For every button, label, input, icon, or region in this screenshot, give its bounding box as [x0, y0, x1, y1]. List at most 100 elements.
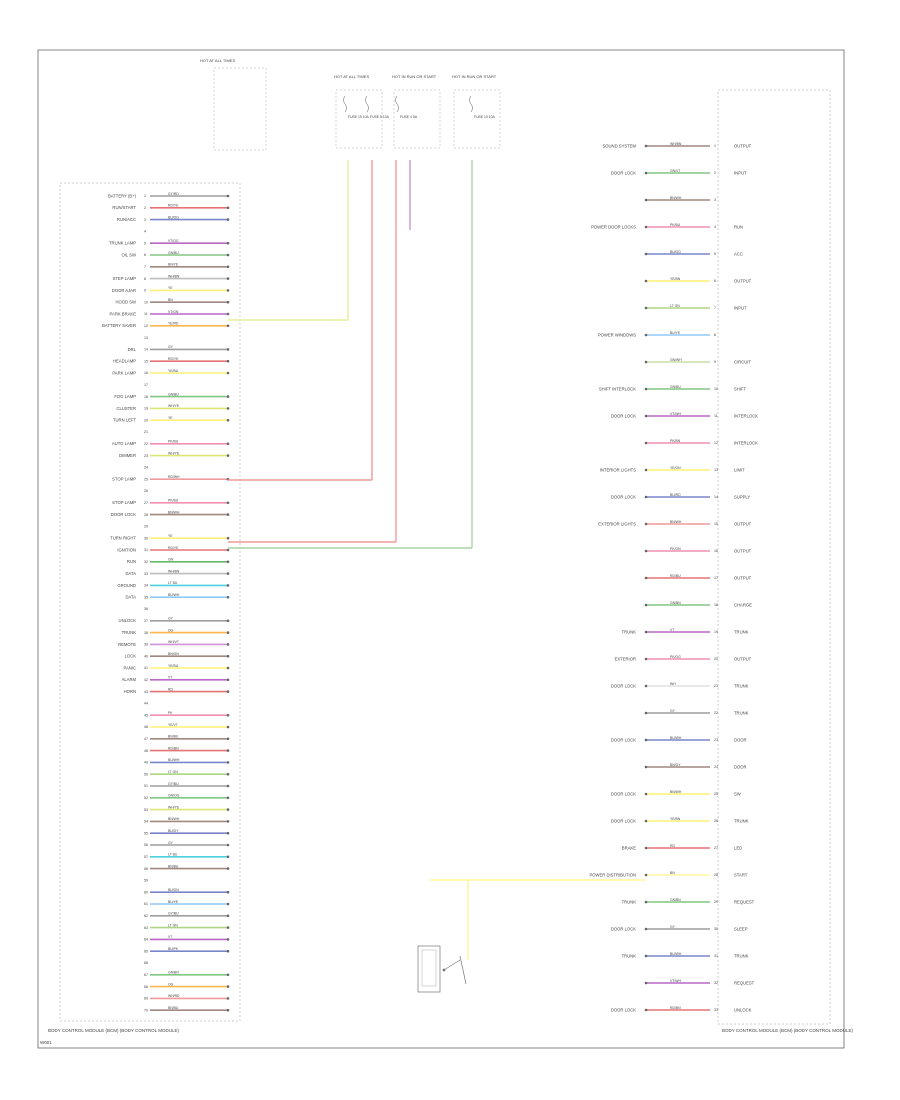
left-pin-label: RUN/ACC [117, 217, 136, 222]
right-pin-label: RUN [734, 224, 743, 229]
right-system-label: DOOR LOCK [611, 818, 636, 823]
right-wire-color: YE/BN [670, 277, 681, 281]
ignition-switch-symbol [417, 945, 467, 993]
right-wire-color: BU/WH [670, 736, 682, 740]
feed-wires [228, 160, 646, 960]
left-pin-label: FOG LAMP [114, 394, 136, 399]
top-fuse-label: HOT AT ALL TIMES [200, 58, 235, 63]
left-wire-color: BU/OG [168, 215, 179, 219]
right-pin-label: SLEEP [734, 926, 748, 931]
right-pin-label: OUTPUT [734, 656, 752, 661]
left-wire-terminal [226, 643, 230, 646]
left-pin-number: 56 [144, 843, 148, 847]
right-system-label: TRUNK [622, 629, 637, 634]
right-wire-color: BN/WH [670, 790, 682, 794]
left-wire-color: LT BU [168, 581, 178, 585]
left-pin-label: TURN LEFT [113, 418, 136, 423]
right-pin-number: 29 [714, 900, 718, 904]
right-pin-label: OUTPUT [734, 278, 752, 283]
left-wire-terminal [226, 619, 230, 623]
left-pin-number: 64 [144, 938, 148, 942]
left-wire-color: PK/BU [168, 440, 179, 444]
left-wire-terminal [226, 536, 230, 540]
right-wire-color: YE/GN [670, 466, 681, 470]
left-pin-number: 24 [144, 466, 148, 470]
left-wire-color: BU/WH [168, 758, 180, 762]
left-wire-terminal [226, 395, 230, 398]
right-pin-label: OUTPUT [734, 575, 752, 580]
left-wire-terminal [226, 442, 230, 446]
left-wire-color: GY [168, 841, 174, 845]
left-wire-color: GN/OG [168, 794, 180, 798]
left-wire-terminal [226, 407, 230, 410]
left-pin-number: 34 [144, 584, 148, 588]
left-wire-terminal [226, 595, 230, 599]
power-block [393, 89, 441, 149]
left-pin-label: DIMMER [119, 453, 136, 458]
fuse-symbol [343, 95, 347, 113]
right-system-label: TRUNK [622, 899, 637, 904]
right-pin-label: SUPPLY [734, 494, 750, 499]
right-wire-terminal [644, 522, 648, 526]
left-pin-label: STEP LAMP [113, 276, 137, 281]
left-pin-number: 33 [144, 572, 148, 576]
right-wire-terminal [644, 441, 648, 445]
right-pin-label: TRUNK [734, 683, 749, 688]
left-wire-color: VT/GN [168, 310, 179, 314]
left-pin-number: 28 [144, 513, 148, 517]
left-pin-number: 42 [144, 678, 148, 682]
left-wire-color: BU/YE [168, 900, 179, 904]
left-pin-label: PANIC [124, 665, 137, 670]
power-block-label: HOT AT ALL TIMES [334, 74, 369, 79]
left-pin-number: 27 [144, 501, 148, 505]
left-pin-number: 66 [144, 961, 148, 965]
left-wire-color: PK/BU [168, 499, 179, 503]
left-pin-number: 32 [144, 560, 148, 564]
left-pin-number: 4 [144, 230, 146, 234]
left-pin-label: OIL SW [121, 252, 136, 257]
right-wire-terminal [644, 414, 648, 418]
right-wire-terminal [644, 144, 648, 148]
fuse-label: FUSE 13 10A [474, 115, 495, 119]
right-pin-label: REQUEST [734, 899, 755, 904]
left-pin-number: 37 [144, 619, 148, 623]
right-wire-terminal [644, 819, 648, 823]
left-pin-number: 44 [144, 702, 148, 706]
left-pin-number: 43 [144, 690, 148, 694]
left-pin-label: PARK LAMP [112, 370, 136, 375]
left-wire-color: YE/BU [168, 664, 179, 668]
left-wire-terminal [226, 501, 230, 505]
left-wire-color: WH/BN [168, 569, 180, 573]
left-wire-terminal [226, 241, 230, 245]
left-pin-number: 69 [144, 997, 148, 1001]
left-pin-number: 45 [144, 713, 148, 717]
right-pin-number: 22 [714, 711, 718, 715]
right-wire-color: RD [670, 844, 675, 848]
right-wire-color: WH [670, 682, 676, 686]
right-wire-terminal [644, 360, 648, 364]
right-system-label: BRAKE [622, 845, 636, 850]
left-wire-terminal [226, 690, 230, 693]
left-pin-number: 67 [144, 973, 148, 977]
right-wire-color: LT GN [670, 304, 680, 308]
right-wire-color: RD/BN [670, 1006, 681, 1010]
left-pin-label: PARK BRAKE [110, 311, 137, 316]
left-wire-color: GY/RD [168, 192, 179, 196]
left-wire-color: VT [168, 676, 172, 680]
right-pin-number: 16 [714, 549, 718, 553]
right-wire-color: WH/BN [670, 142, 682, 146]
right-pin-number: 28 [714, 873, 718, 877]
switch-contact [443, 955, 467, 985]
left-pin-number: 63 [144, 926, 148, 930]
left-wire-color: OG [168, 628, 174, 632]
left-wire-terminal [226, 206, 230, 210]
left-wire-color: RD/WH [168, 475, 180, 479]
left-wire-color: LT GN [168, 770, 178, 774]
right-pin-number: 10 [714, 387, 718, 391]
right-pin-label: INPUT [734, 170, 747, 175]
left-wire-terminal [226, 560, 230, 564]
left-pin-number: 68 [144, 985, 148, 989]
left-pin-number: 49 [144, 761, 148, 765]
right-pin-number: 1 [714, 144, 716, 148]
right-wire-terminal [644, 495, 648, 499]
